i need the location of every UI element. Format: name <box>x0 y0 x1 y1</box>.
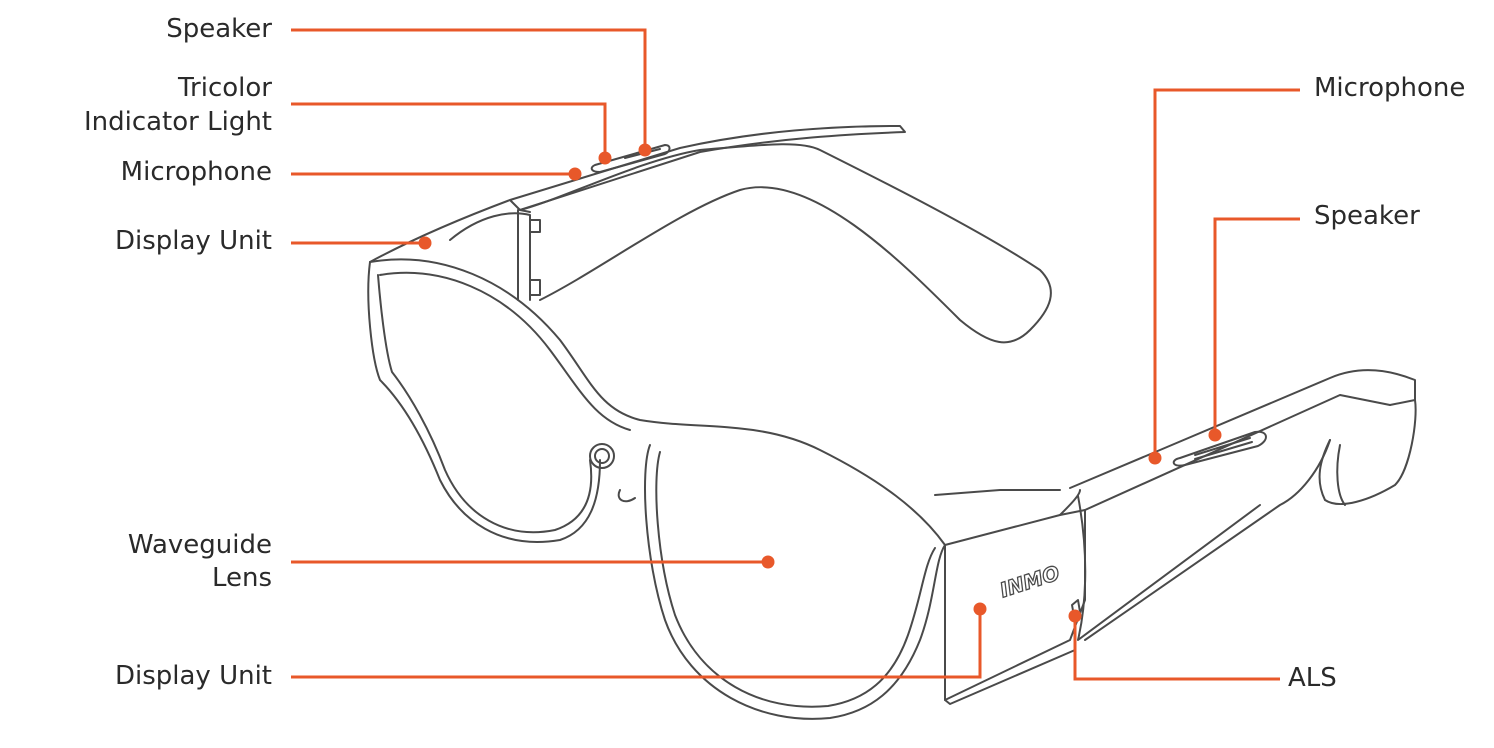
dot-microphone-left <box>568 167 582 181</box>
label-tricolor-line1: Tricolor <box>178 73 272 103</box>
label-display-unit-bottom: Display Unit <box>114 661 272 691</box>
label-speaker-left: Speaker <box>166 14 272 44</box>
leader-tricolor <box>291 102 607 158</box>
dot-microphone-right <box>1148 451 1162 465</box>
label-display-unit-top: Display Unit <box>114 226 272 256</box>
dot-display-unit-top <box>418 236 432 250</box>
leader-display-unit-bottom <box>291 609 982 679</box>
leader-speaker-left <box>291 28 647 150</box>
dot-als <box>1068 609 1082 623</box>
dot-tricolor <box>598 151 612 165</box>
label-microphone-left: Microphone <box>120 157 272 187</box>
label-speaker-right: Speaker <box>1314 201 1420 231</box>
label-microphone-right: Microphone <box>1314 73 1466 103</box>
label-als: ALS <box>1288 663 1337 693</box>
dot-speaker-left <box>638 143 652 157</box>
leader-lines <box>291 28 1300 681</box>
logo: INMO <box>997 561 1063 603</box>
label-tricolor-line2: Indicator Light <box>83 107 272 137</box>
dot-display-unit-bottom <box>973 602 987 616</box>
label-waveguide-line1: Waveguide <box>127 530 272 560</box>
leader-microphone-right <box>1153 88 1300 458</box>
dot-waveguide <box>761 555 775 569</box>
dot-speaker-right <box>1208 428 1222 442</box>
callout-dots <box>418 143 1222 623</box>
label-waveguide-line2: Lens <box>211 563 272 593</box>
leader-als <box>1073 616 1280 681</box>
leader-speaker-right <box>1213 217 1300 435</box>
glasses-outline <box>367 125 1417 720</box>
